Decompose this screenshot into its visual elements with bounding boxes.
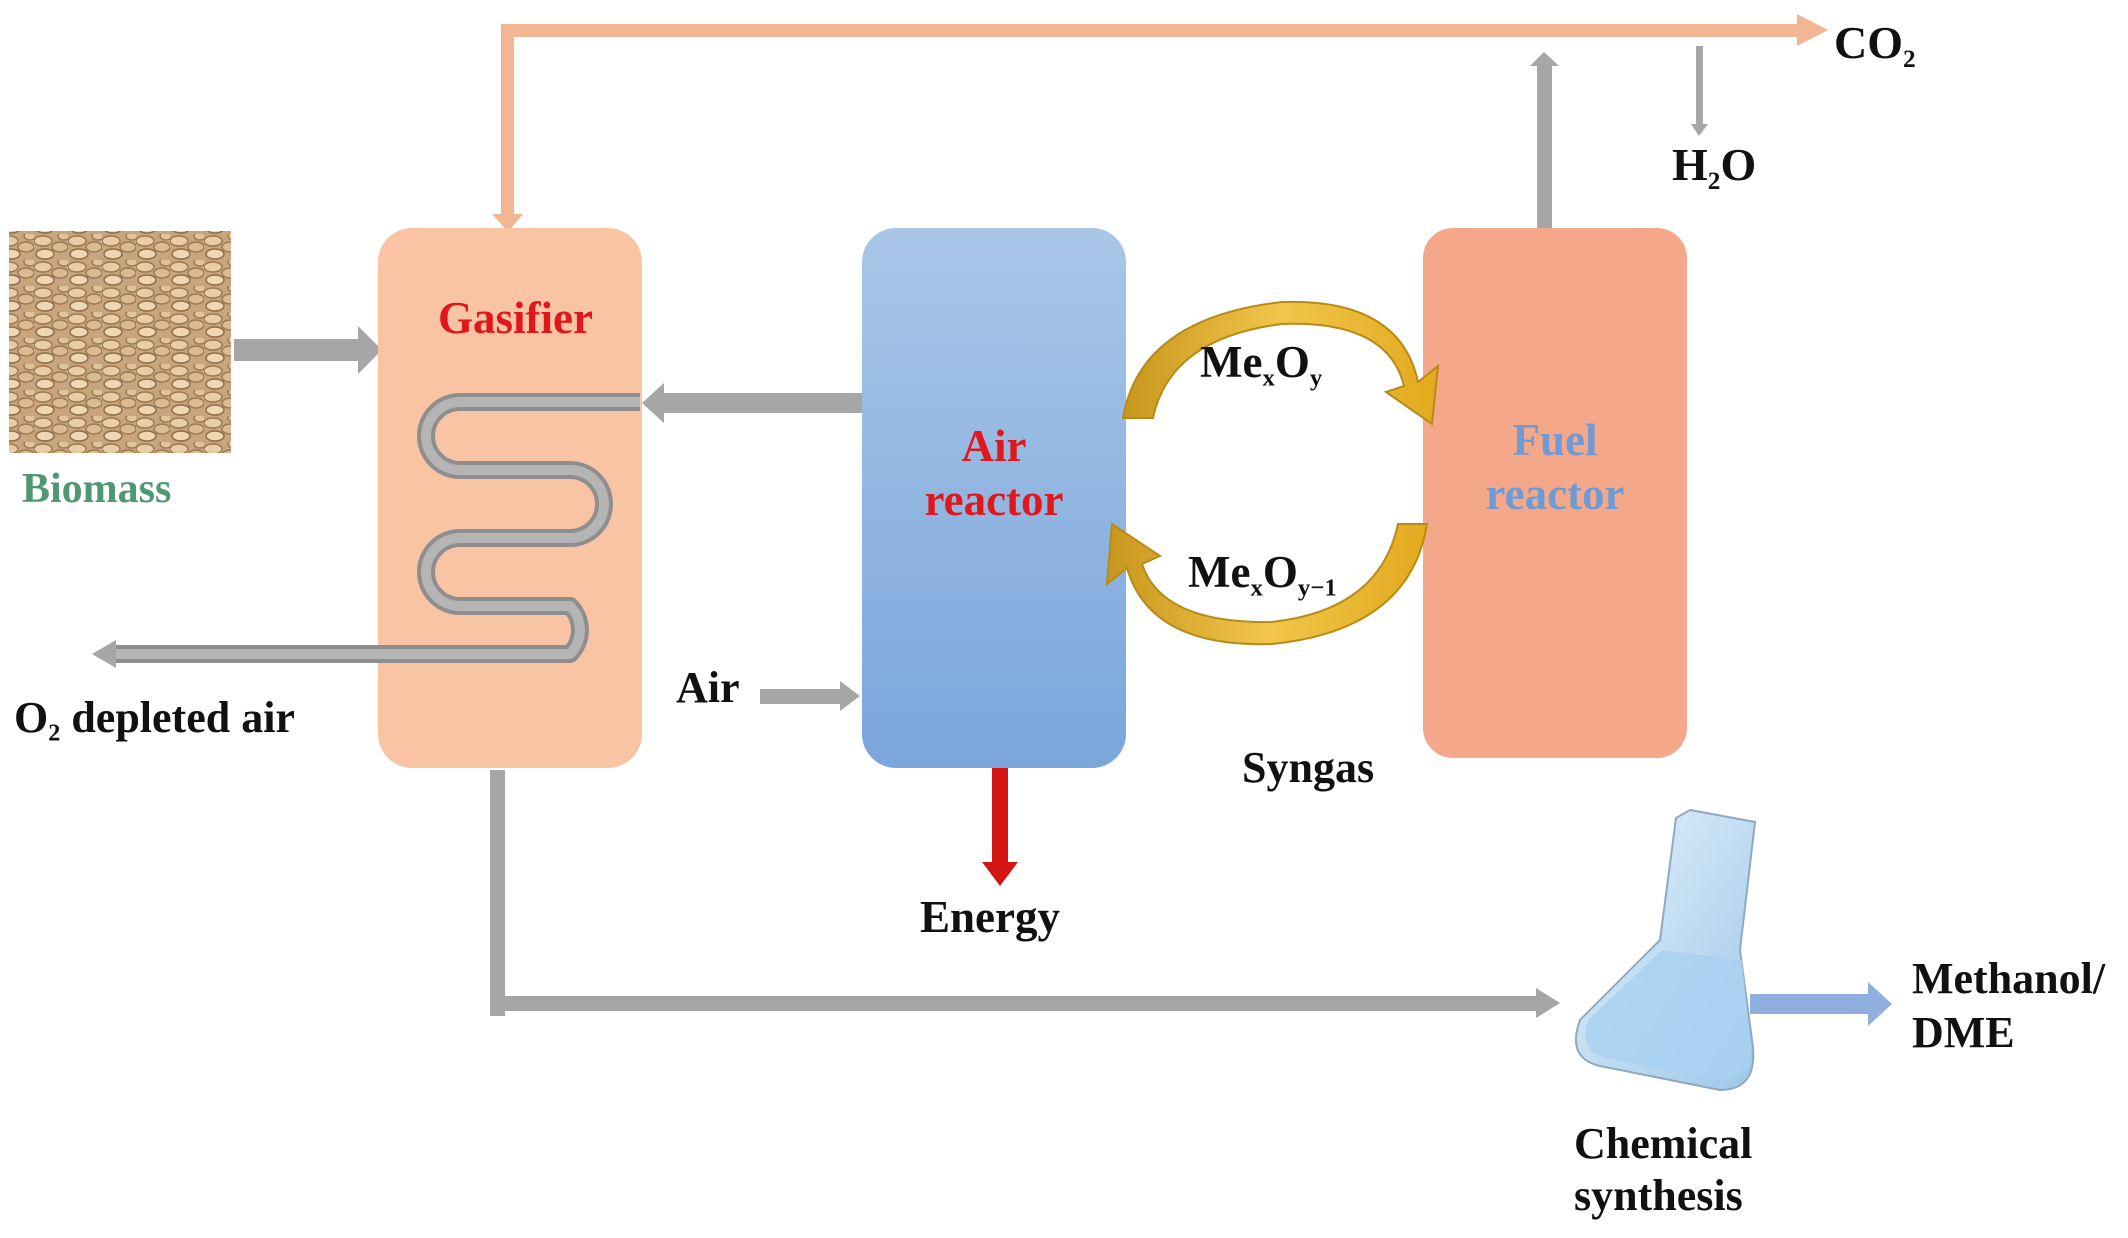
gasifier-label: Gasifier xyxy=(438,293,593,343)
biomass-label: Biomass xyxy=(22,466,172,512)
product-label: Methanol/ DME xyxy=(1912,954,2106,1058)
syngas-label: Syngas xyxy=(1242,743,1375,792)
reaction-flask-icon xyxy=(1575,808,1757,1092)
fuel-reactor-label-line2: reactor xyxy=(1485,468,1625,519)
chemical-synthesis-line1: Chemical xyxy=(1574,1119,1753,1168)
biomass-pellets-image xyxy=(9,231,231,453)
chemical-synthesis-label: Chemical synthesis xyxy=(1574,1119,1753,1221)
mexoy-loop-arrow-icon xyxy=(1121,300,1440,426)
energy-arrow xyxy=(982,768,1018,886)
h2o-arrow xyxy=(1691,46,1708,136)
co2-flow-arrow xyxy=(492,14,1828,232)
fuel-reactor-label: Fuel reactor xyxy=(1455,415,1655,519)
air-reactor-label-line2: reactor xyxy=(924,474,1064,525)
air-reactor-label: Air reactor xyxy=(894,421,1094,525)
h2o-label: H2O xyxy=(1672,139,1757,195)
fuel-reactor-box xyxy=(1423,228,1687,758)
biomass-feed-arrow xyxy=(234,326,382,374)
syngas-flow-arrow xyxy=(490,770,1560,1018)
mexoy-label: MexOy xyxy=(1200,337,1323,392)
chemical-synthesis-line2: synthesis xyxy=(1574,1171,1743,1221)
product-label-line2: DME xyxy=(1912,1008,2015,1058)
energy-label: Energy xyxy=(920,892,1060,942)
fuel-reactor-label-line1: Fuel xyxy=(1512,415,1598,465)
heat-transfer-arrow xyxy=(642,383,863,423)
mexoy1-label: MexOy−1 xyxy=(1188,547,1337,602)
air-reactor-box xyxy=(862,228,1126,768)
fuel-reactor-exhaust-arrow xyxy=(1530,52,1559,228)
air-label: Air xyxy=(676,663,740,712)
o2-depleted-air-label: O2 depleted air xyxy=(14,693,295,747)
co2-label: CO2 xyxy=(1834,17,1916,73)
o2-depleted-air-arrow xyxy=(92,640,116,668)
product-label-line1: Methanol/ xyxy=(1912,954,2106,1003)
mexoy1-loop-arrow-icon xyxy=(1105,522,1429,646)
product-arrow xyxy=(1750,982,1892,1026)
air-feed-arrow xyxy=(760,681,860,711)
air-reactor-label-line1: Air xyxy=(961,421,1027,471)
